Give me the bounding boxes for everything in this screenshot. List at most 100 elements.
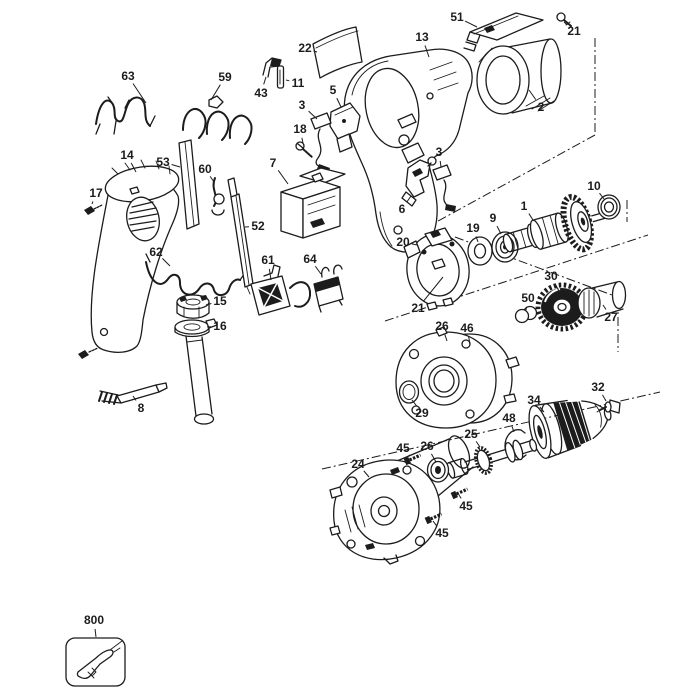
leader-line-20: [411, 243, 418, 246]
part-label-50: 50: [521, 291, 535, 305]
leader-line-26: [444, 334, 448, 342]
part-label-29: 29: [415, 406, 429, 420]
part-label-2: 2: [538, 100, 545, 114]
leader-line-3: [308, 110, 318, 120]
part-label-64: 64: [303, 252, 317, 266]
spindle-25: [446, 438, 538, 479]
part-label-60: 60: [198, 162, 212, 176]
part-label-63: 63: [121, 69, 135, 83]
handle-housing-half: [90, 159, 180, 353]
brush-spring-set-left: [95, 96, 156, 135]
mini-drill-icon: [76, 640, 123, 680]
part-label-62: 62: [149, 245, 163, 259]
leader-line-15: [205, 302, 212, 306]
pin-50: [514, 305, 538, 324]
leader-line-45: [458, 494, 462, 499]
leader-line-27: [602, 304, 607, 310]
o-ring-29: [398, 380, 420, 404]
leader-line-32: [602, 394, 607, 402]
part-label-45: 45: [435, 526, 449, 540]
leader-line-29: [411, 399, 417, 407]
part-label-59: 59: [218, 70, 232, 84]
part-label-3: 3: [299, 98, 306, 112]
leader-line-25: [475, 441, 481, 448]
part-label-20: 20: [396, 235, 410, 249]
screw-18: [295, 141, 313, 158]
needle-strip-52: [230, 193, 254, 295]
screw-32: [596, 399, 621, 414]
inset-box-800: [65, 637, 126, 687]
part-label-3: 3: [436, 145, 443, 159]
part-label-1: 1: [521, 199, 528, 213]
part-label-52: 52: [251, 219, 265, 233]
part-label-26: 26: [420, 439, 434, 453]
part-label-48: 48: [502, 411, 516, 425]
leader-line-1: [528, 213, 534, 221]
leader-line-46: [468, 336, 471, 345]
part-label-46: 46: [460, 321, 474, 335]
leader-line-48: [511, 426, 515, 433]
leader-line-34: [539, 406, 545, 413]
leader-line-6: [406, 195, 412, 202]
leader-line-59: [210, 84, 221, 101]
part-label-25: 25: [464, 427, 478, 441]
leader-line-21: [563, 21, 568, 26]
leader-line-17: [91, 201, 94, 205]
part-label-18: 18: [293, 122, 307, 136]
part-label-51: 51: [450, 10, 464, 24]
leader-line-64: [314, 265, 322, 275]
leader-line-11: [285, 79, 290, 82]
part-label-24: 24: [351, 457, 365, 471]
leader-line-2: [528, 89, 537, 100]
part-label-14: 14: [120, 148, 134, 162]
part-label-15: 15: [213, 294, 227, 308]
leader-line-26: [430, 453, 437, 463]
part-label-13: 13: [415, 30, 429, 44]
part-label-800: 800: [84, 613, 104, 627]
leader-line-10: [599, 192, 605, 200]
leader-line-21: [423, 276, 444, 302]
part-label-6: 6: [399, 202, 406, 216]
leader-line-5: [336, 97, 342, 108]
chuck-34: [528, 399, 612, 459]
leader-line-45: [408, 454, 411, 457]
part-label-61: 61: [261, 253, 275, 267]
leader-line-7: [277, 170, 289, 185]
leader-line-60: [209, 176, 215, 183]
brush-ring-assembly-20: [403, 227, 470, 311]
bearing-10: [597, 194, 621, 220]
part-label-32: 32: [591, 380, 605, 394]
leader-line-800: [94, 628, 97, 638]
leader-line-50: [525, 306, 528, 311]
part-label-26: 26: [435, 319, 449, 333]
leader-line-30: [554, 283, 560, 292]
tube-cap-16: [174, 318, 218, 338]
leader-line-22: [313, 50, 318, 53]
part-label-53: 53: [156, 155, 170, 169]
trigger-switch-5: [329, 102, 361, 153]
leader-line-63: [132, 83, 147, 104]
leader-line-45: [432, 520, 438, 527]
part-label-19: 19: [466, 221, 480, 235]
screw-45-b: [450, 487, 469, 500]
wire-lead-3-left: [310, 112, 332, 173]
leader-line-14: [130, 162, 137, 173]
part-label-30: 30: [544, 269, 558, 283]
part-label-10: 10: [587, 179, 601, 193]
screw-under-handle: [78, 347, 99, 359]
leader-line-51: [464, 20, 478, 28]
bearing-26-lower: [426, 457, 450, 483]
nut-15: [176, 294, 210, 319]
part-label-17: 17: [89, 186, 103, 200]
brush-holder-61: [250, 264, 312, 316]
pin-11: [276, 65, 285, 89]
part-label-5: 5: [330, 83, 337, 97]
leader-line-9: [496, 225, 502, 235]
leader-line-43: [263, 76, 267, 85]
nameplate-22: [312, 26, 363, 79]
leader-line-3: [439, 160, 442, 168]
clip-43: [262, 57, 282, 78]
